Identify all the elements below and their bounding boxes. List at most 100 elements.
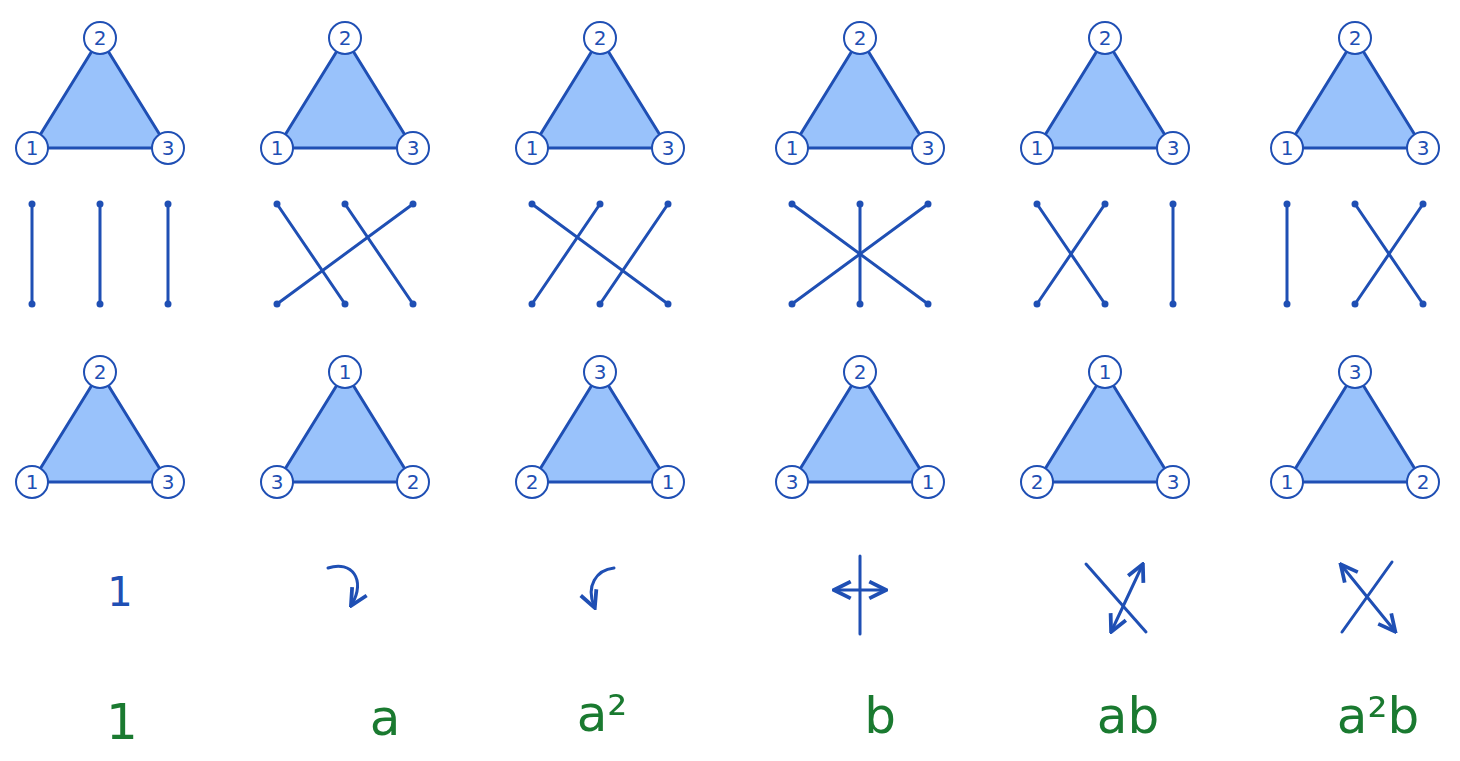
vertex-circle: 2 xyxy=(1088,21,1122,55)
braid-strand xyxy=(277,204,413,304)
vertex-number: 2 xyxy=(526,472,539,492)
braid-strand xyxy=(1355,204,1423,304)
braid-strand xyxy=(1172,204,1175,304)
vertex-number: 1 xyxy=(662,472,675,492)
braid-strand xyxy=(792,204,928,304)
strand-end xyxy=(29,301,36,308)
vertex-circle: 3 xyxy=(396,131,430,165)
vertex-number: 3 xyxy=(662,138,675,158)
vertex-circle: 2 xyxy=(396,465,430,499)
vertex-number: 2 xyxy=(1349,28,1362,48)
strand-end xyxy=(410,201,417,208)
strand-end xyxy=(1284,201,1291,208)
strand-end xyxy=(1352,201,1359,208)
rotate-ccw-symbol xyxy=(591,568,614,606)
vertex-circle: 3 xyxy=(911,131,945,165)
vertex-number: 3 xyxy=(922,138,935,158)
vertex-number: 2 xyxy=(94,362,107,382)
mirror-line xyxy=(859,556,862,634)
vertex-number: 2 xyxy=(339,28,352,48)
strand-end xyxy=(29,201,36,208)
vertex-circle: 3 xyxy=(1156,131,1190,165)
vertex-circle: 1 xyxy=(1088,355,1122,389)
flip-arrow xyxy=(836,589,884,592)
strand-end xyxy=(1420,301,1427,308)
vertex-circle: 2 xyxy=(843,21,877,55)
vertex-circle: 1 xyxy=(651,465,685,499)
identity-symbol: 1 xyxy=(107,572,132,612)
braid-strand xyxy=(99,204,102,304)
vertex-circle: 3 xyxy=(775,465,809,499)
vertex-number: 3 xyxy=(271,472,284,492)
vertex-number: 1 xyxy=(26,138,39,158)
mirror-line xyxy=(1086,564,1146,632)
vertex-circle: 1 xyxy=(328,355,362,389)
strand-end xyxy=(342,201,349,208)
flip-arrow xyxy=(1112,566,1142,630)
vertex-circle: 2 xyxy=(515,465,549,499)
braid-strand xyxy=(532,204,600,304)
vertex-number: 1 xyxy=(1281,472,1294,492)
strand-end xyxy=(1284,301,1291,308)
vertex-number: 1 xyxy=(1281,138,1294,158)
vertex-number: 3 xyxy=(162,138,175,158)
braid-strand xyxy=(345,204,413,304)
vertex-number: 2 xyxy=(94,28,107,48)
braid-strand xyxy=(1037,204,1105,304)
vertex-number: 3 xyxy=(786,472,799,492)
vertex-number: 1 xyxy=(1031,138,1044,158)
braid-strand xyxy=(1037,204,1105,304)
strand-end xyxy=(165,301,172,308)
strand-end xyxy=(1352,301,1359,308)
strand-end xyxy=(1034,201,1041,208)
vertex-circle: 3 xyxy=(260,465,294,499)
vertex-number: 1 xyxy=(786,138,799,158)
braid-strand xyxy=(167,204,170,304)
vertex-number: 2 xyxy=(1099,28,1112,48)
strand-end xyxy=(597,301,604,308)
vertex-circle: 2 xyxy=(843,355,877,389)
vertex-number: 1 xyxy=(339,362,352,382)
vertex-circle: 1 xyxy=(775,131,809,165)
vertex-number: 2 xyxy=(854,362,867,382)
vertex-circle: 3 xyxy=(1156,465,1190,499)
vertex-number: 1 xyxy=(526,138,539,158)
strand-end xyxy=(857,201,864,208)
vertex-circle: 3 xyxy=(583,355,617,389)
strand-end xyxy=(342,301,349,308)
vertex-circle: 3 xyxy=(651,131,685,165)
vertex-circle: 1 xyxy=(15,465,49,499)
strand-end xyxy=(410,301,417,308)
vertex-number: 2 xyxy=(407,472,420,492)
vertex-circle: 1 xyxy=(911,465,945,499)
braid-strand xyxy=(31,204,34,304)
vertex-circle: 3 xyxy=(1338,355,1372,389)
strand-end xyxy=(274,301,281,308)
vertex-number: 3 xyxy=(1167,472,1180,492)
vertex-number: 2 xyxy=(594,28,607,48)
vertex-number: 1 xyxy=(1099,362,1112,382)
braid-strand xyxy=(792,204,928,304)
group-element: b xyxy=(864,691,896,741)
strand-end xyxy=(857,301,864,308)
vertex-circle: 1 xyxy=(1270,465,1304,499)
vertex-circle: 3 xyxy=(151,131,185,165)
vertex-circle: 2 xyxy=(1338,21,1372,55)
strand-end xyxy=(789,301,796,308)
strand-end xyxy=(597,201,604,208)
strand-end xyxy=(1170,201,1177,208)
strand-end xyxy=(665,301,672,308)
braid-strand xyxy=(277,204,345,304)
strand-end xyxy=(1420,201,1427,208)
group-element: a² xyxy=(577,689,628,739)
group-element: a²b xyxy=(1337,691,1419,741)
vertex-number: 1 xyxy=(922,472,935,492)
strand-end xyxy=(97,301,104,308)
vertex-number: 2 xyxy=(1031,472,1044,492)
braid-strand xyxy=(1355,204,1423,304)
braid-strand xyxy=(532,204,668,304)
strand-end xyxy=(529,201,536,208)
vertex-number: 3 xyxy=(1417,138,1430,158)
strand-end xyxy=(1102,301,1109,308)
